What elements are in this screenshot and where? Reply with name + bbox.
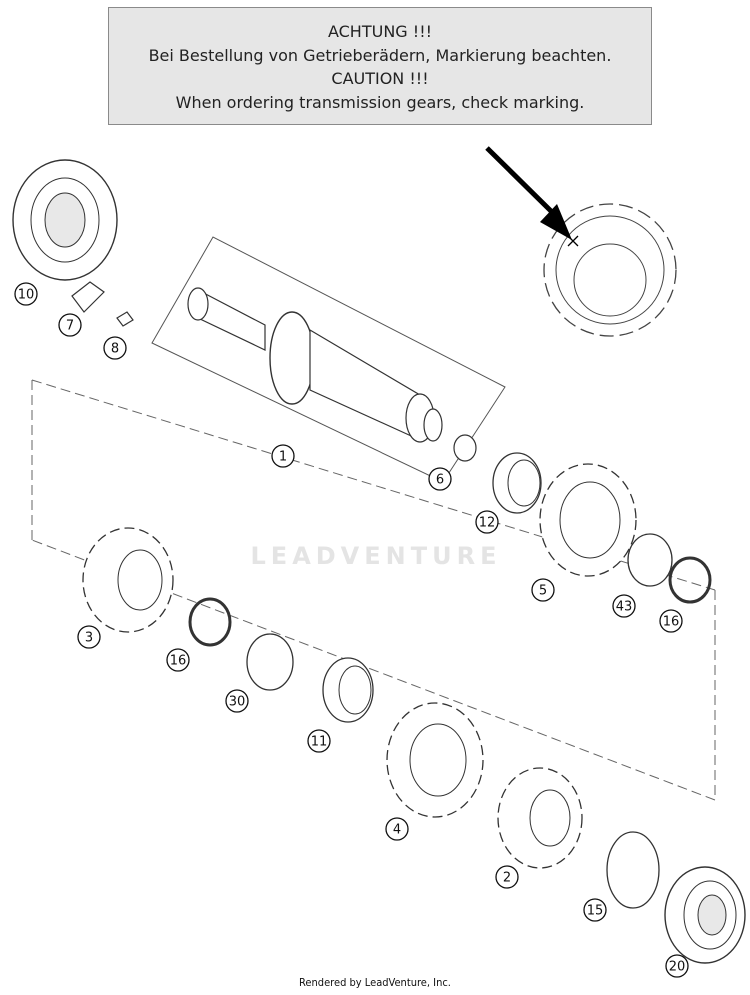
gear-icon [539,463,637,577]
callout-circle [307,729,331,753]
callout-label: 10 [18,288,35,303]
callout-label: 8 [111,342,119,357]
gear-icon [543,203,677,337]
caution-notice: ACHTUNG !!! Bei Bestellung von Getrieber… [108,7,652,125]
shaft-group-outline [151,236,506,483]
watermark-text: LEADVENTURE [250,542,502,570]
notice-line-3: CAUTION !!! [331,69,429,88]
callout-circle [531,578,555,602]
shaft-icon [187,287,443,443]
circlip-icon [668,556,712,604]
callout-3: 3 [77,625,101,649]
callout-12: 12 [475,510,499,534]
callout-label: 5 [539,584,547,599]
callout-43: 43 [612,594,636,618]
callout-label: 6 [436,473,444,488]
gear-icon [82,527,174,633]
callout-circle [659,609,683,633]
callout-label: 3 [85,631,93,646]
callout-15: 15 [583,898,607,922]
circlip-icon [188,597,232,647]
notice-line-4: When ordering transmission gears, check … [175,92,585,112]
callout-circle [385,817,409,841]
callout-label: 11 [311,735,328,750]
callout-label: 30 [229,695,246,710]
callout-circle [583,898,607,922]
callout-circle [103,336,127,360]
callout-20: 20 [665,954,689,978]
callout-11: 11 [307,729,331,753]
callout-label: 7 [66,319,74,334]
callout-1: 1 [271,444,295,468]
callout-circle [77,625,101,649]
gear-icon [386,702,484,818]
callout-circle [665,954,689,978]
callout-label: 43 [616,600,633,615]
needle-bearing-icon [492,452,542,514]
callout-label: 12 [479,516,496,531]
needle-bearing-icon [322,657,374,723]
washer-icon [453,434,477,462]
callout-8: 8 [103,336,127,360]
bearing-icon [664,866,746,964]
bearing-icon [12,159,118,281]
screw-icon [116,311,134,327]
callout-label: 20 [669,960,686,975]
callout-4: 4 [385,817,409,841]
callout-6: 6 [428,467,452,491]
callout-circle [271,444,295,468]
washer-icon [246,633,294,691]
callout-label: 16 [170,654,187,669]
notice-line-1: ACHTUNG !!! [327,22,433,41]
notice-line-2: Bei Bestellung von Getrieberädern, Marki… [148,45,612,65]
callout-5: 5 [531,578,555,602]
callout-circle [612,594,636,618]
callout-10: 10 [14,282,38,306]
callout-circle [58,313,82,337]
footer-credit: Rendered by LeadVenture, Inc. [299,976,451,989]
callout-circle [166,648,190,672]
callout-16: 16 [166,648,190,672]
washer-icon [627,533,673,587]
callout-circle [225,689,249,713]
callout-label: 2 [503,871,511,886]
callout-label: 1 [279,450,287,465]
callout-16: 16 [659,609,683,633]
callout-30: 30 [225,689,249,713]
callout-7: 7 [58,313,82,337]
arrow-icon [485,146,579,247]
callout-circle [14,282,38,306]
callout-label: 4 [393,823,401,838]
callout-circle [475,510,499,534]
callout-label: 16 [663,615,680,630]
callout-circle [428,467,452,491]
lock-plate-icon [71,281,105,313]
callout-circle [495,865,519,889]
callout-label: 15 [587,904,604,919]
washer-icon [606,831,660,909]
gear-icon [497,767,583,869]
callout-2: 2 [495,865,519,889]
